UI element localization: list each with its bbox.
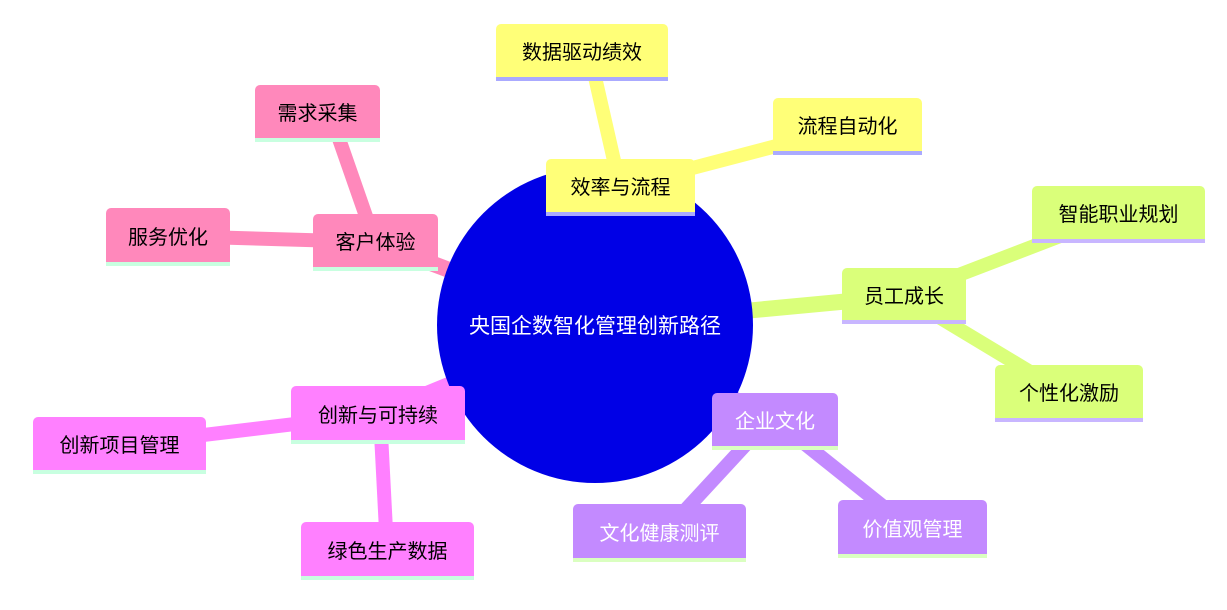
leaf-node: 流程自动化	[773, 98, 922, 155]
leaf-node: 绿色生产数据	[301, 522, 474, 580]
branch-efficiency: 效率与流程	[546, 159, 695, 216]
leaf-node: 智能职业规划	[1032, 186, 1205, 243]
leaf-node: 数据驱动绩效	[496, 24, 668, 81]
branch-innovation: 创新与可持续	[291, 386, 465, 444]
leaf-node: 创新项目管理	[33, 417, 206, 474]
leaf-node: 文化健康测评	[573, 504, 746, 562]
leaf-node: 需求采集	[255, 85, 380, 142]
branch-culture: 企业文化	[712, 393, 838, 450]
leaf-node: 个性化激励	[995, 365, 1143, 422]
branch-customer: 客户体验	[313, 214, 438, 271]
leaf-node: 价值观管理	[838, 500, 987, 558]
leaf-node: 服务优化	[106, 208, 230, 266]
root-node: 央国企数智化管理创新路径	[437, 167, 753, 483]
branch-growth: 员工成长	[842, 268, 966, 324]
